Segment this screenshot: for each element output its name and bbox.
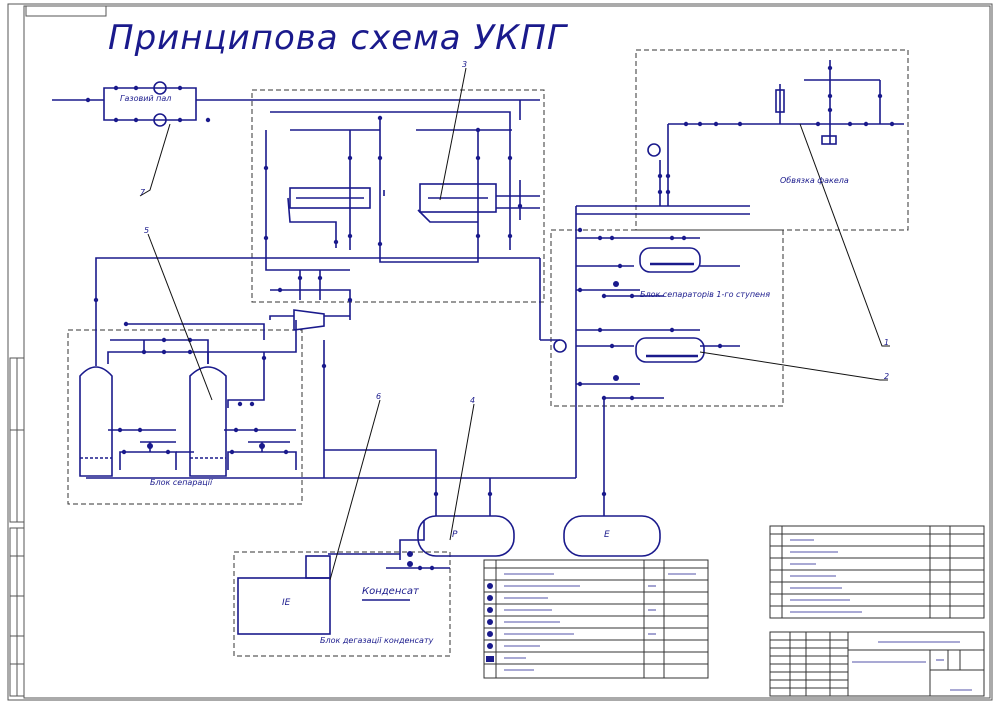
flare-block-boundary <box>635 49 909 231</box>
leader-number-2: 5 <box>144 226 150 235</box>
heat-exchanger-block-boundary <box>251 89 545 303</box>
pump <box>553 339 567 353</box>
vessel-label-e: Е <box>604 530 610 540</box>
horizontal-separator-bottom <box>635 337 705 363</box>
block-label-condensate: Блок дегазації конденсату <box>320 636 434 645</box>
equipment-list-table <box>769 525 985 619</box>
flare-pump <box>647 143 661 157</box>
legend-table <box>483 559 709 679</box>
block-label-separation: Блок сепарації <box>150 478 213 487</box>
vessel-r <box>417 515 515 557</box>
leader-number-1: 7 <box>140 188 146 197</box>
horizontal-separator-top <box>639 247 701 273</box>
ejector <box>293 309 325 331</box>
vessel-e <box>563 515 661 557</box>
separator-left <box>79 366 113 477</box>
equipment-label-compressor: Газовий пал <box>120 94 172 103</box>
flare-instrument <box>775 89 785 113</box>
compressor-bottom <box>153 113 167 127</box>
heat-exchanger-left <box>289 187 371 209</box>
tank-label-ie: ІЕ <box>282 598 291 608</box>
title-block <box>769 631 985 697</box>
separator-right <box>189 366 227 477</box>
leader-lines <box>139 67 890 581</box>
leader-number-7: 2 <box>884 372 890 381</box>
diagram-title: Принципова схема УКПГ <box>108 18 567 58</box>
equipment <box>79 81 837 635</box>
process-pipes <box>52 60 904 601</box>
leader-number-5: 4 <box>470 396 476 405</box>
valves <box>85 65 895 571</box>
vessel-label-r: Р <box>452 530 458 540</box>
separator-block-boundary <box>550 229 784 407</box>
block-label-separators: Блок сепараторів 1-го ступеня <box>640 290 771 299</box>
sheet-frame <box>7 3 993 701</box>
heat-exchanger-right <box>419 183 497 213</box>
leader-number-6: 1 <box>884 338 890 347</box>
degassing-tank <box>237 577 331 635</box>
compressor-top <box>153 81 167 95</box>
leader-number-4: 6 <box>376 392 382 401</box>
block-label-flare: Обвязка факела <box>780 176 849 185</box>
leader-number-3: 3 <box>462 60 468 69</box>
condensate-block-boundary <box>233 551 451 657</box>
stream-label-condensate: Конденсат <box>362 586 419 597</box>
